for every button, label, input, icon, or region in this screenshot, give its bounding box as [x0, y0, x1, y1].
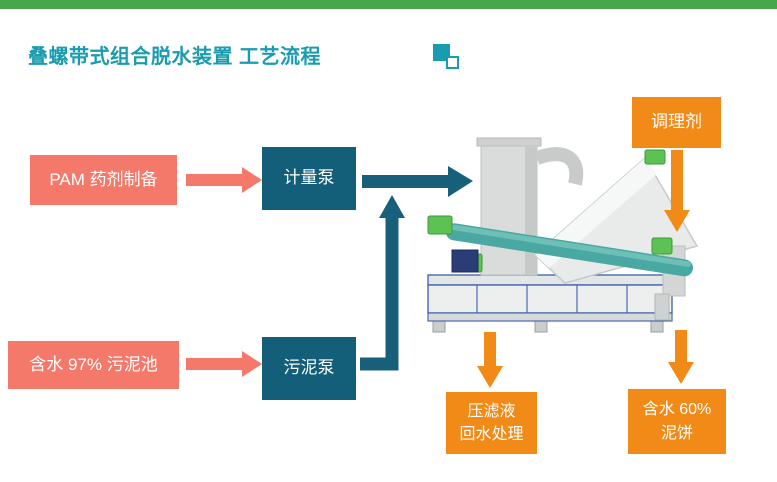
node-label-line1: 压滤液: [467, 402, 516, 420]
arrow-to-filtrate: [477, 332, 503, 388]
node-label-line2: 回水处理: [459, 426, 524, 443]
machine-feed-hopper: [476, 137, 584, 276]
screw-press-dewatering-machine-illustration: [427, 137, 699, 333]
machine-motors: [427, 149, 673, 273]
node-pam-preparation: PAM 药剂制备: [30, 155, 177, 205]
node-sludge-pump: 污泥泵: [262, 337, 356, 400]
title-main: 叠螺带式组合脱水装置: [28, 46, 233, 68]
node-label: 含水 97% 污泥池: [29, 354, 158, 374]
machine-screw-conveyor: [445, 223, 694, 277]
arrow-conditioner-down: [664, 150, 690, 232]
node-label: PAM 药剂制备: [49, 169, 158, 189]
title-sub: 工艺流程: [239, 46, 321, 68]
top-accent-bar: [0, 0, 777, 9]
machine-base-frame: [427, 274, 673, 333]
node-label-line2: 泥饼: [660, 424, 693, 442]
node-filtrate-treatment: 压滤液 回水处理: [446, 392, 537, 454]
node-conditioner: 调理剂: [632, 97, 721, 148]
node-label: 计量泵: [283, 168, 335, 188]
outline-square-icon: [446, 56, 459, 69]
node-label: 污泥泵: [283, 358, 335, 378]
arrow-metering-to-machine: [362, 166, 473, 197]
node-label-line1: 含水 60%: [642, 401, 712, 419]
arrow-pump-up: [360, 195, 405, 371]
filled-square-icon: [433, 44, 450, 61]
arrow-to-mudcake: [668, 330, 694, 384]
double-square-icon: [433, 44, 463, 72]
node-metering-pump: 计量泵: [262, 147, 356, 210]
machine-press-body: [533, 156, 699, 321]
node-sludge-pool: 含水 97% 污泥池: [8, 341, 179, 389]
arrow-pool-to-pump: [186, 351, 262, 377]
node-mud-cake: 含水 60% 泥饼: [628, 389, 726, 454]
page-title: 叠螺带式组合脱水装置工艺流程: [28, 40, 321, 69]
node-label: 调理剂: [651, 112, 702, 132]
arrow-pam-to-metering: [186, 167, 262, 193]
